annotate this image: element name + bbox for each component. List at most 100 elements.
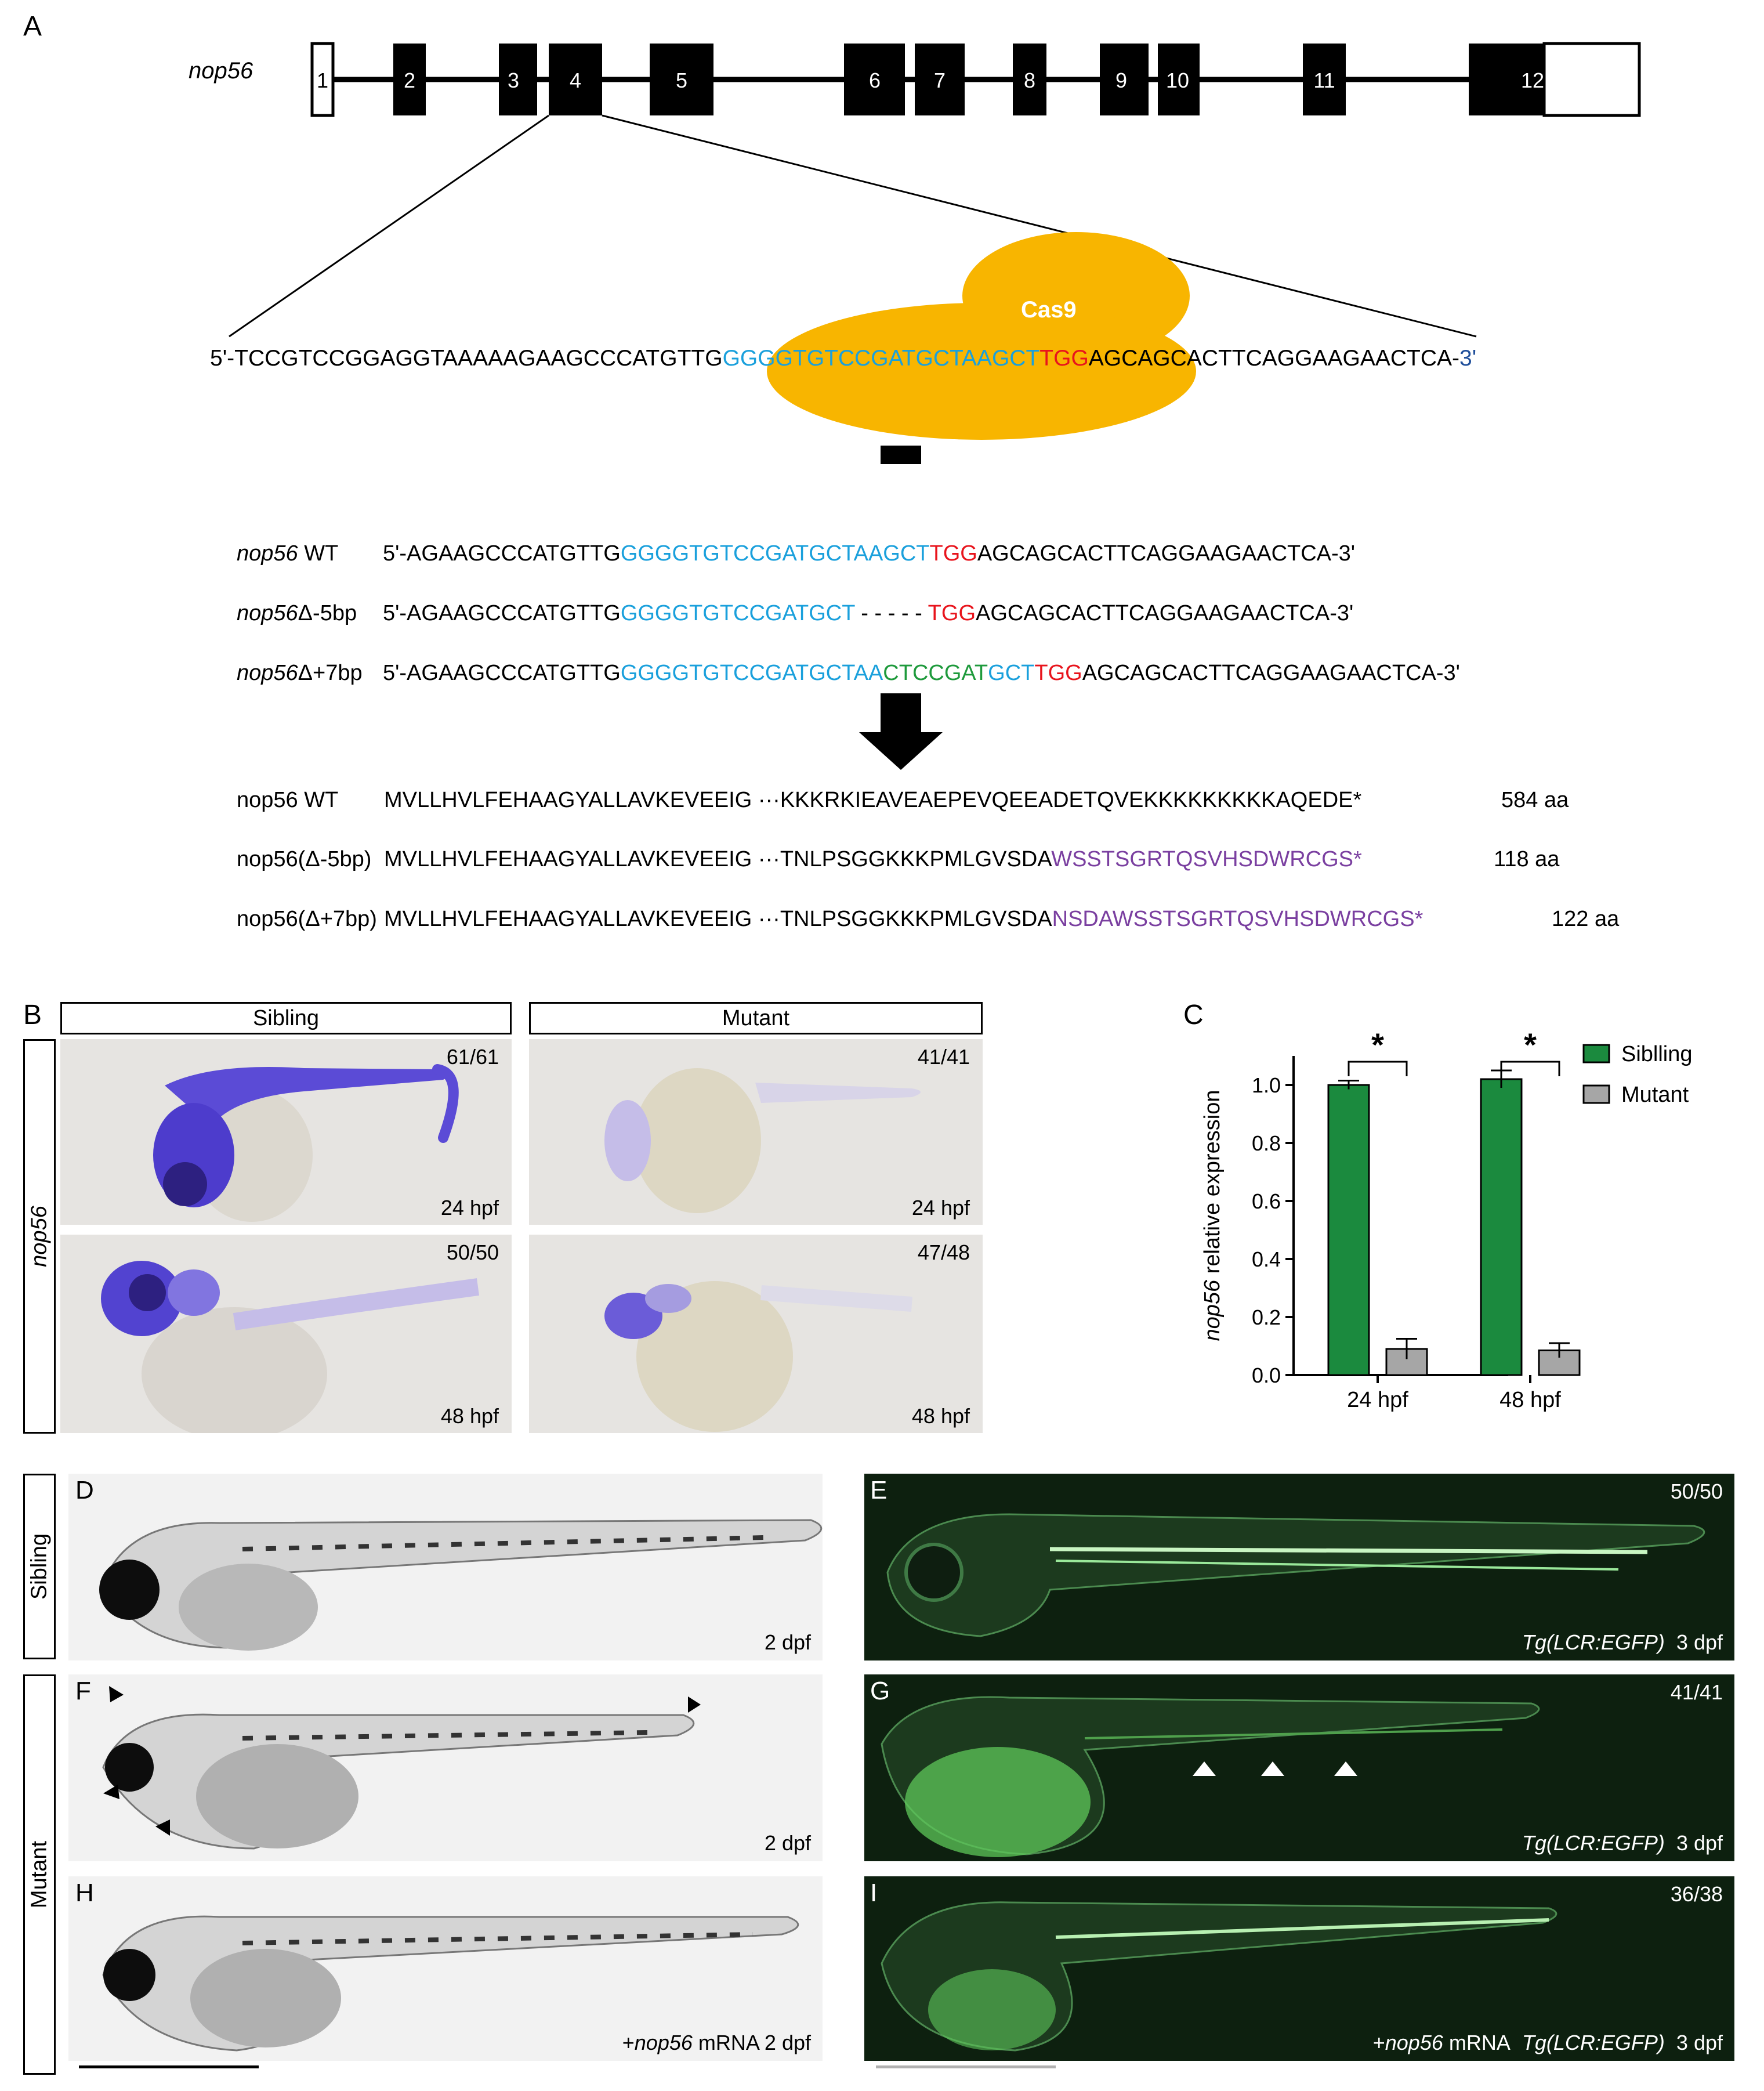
panel-label: D xyxy=(75,1476,94,1504)
allele-row: nop56 WT xyxy=(237,541,338,566)
transgene-stage: Tg(LCR:EGFP) 3 dpf xyxy=(1522,1630,1723,1654)
embryo-count: 50/50 xyxy=(446,1240,499,1264)
legend-swatch xyxy=(1582,1044,1610,1063)
exon-number: 9 xyxy=(1115,68,1127,92)
mutant-row-header: Mutant xyxy=(23,1674,56,2075)
exon-1 xyxy=(310,42,335,117)
stage-label: 2 dpf xyxy=(764,1831,811,1855)
stage-label: 24 hpf xyxy=(440,1196,499,1220)
allele-row: nop56Δ+7bp xyxy=(237,661,363,686)
target-suffix: AGCAGCACTTCAGGAAGAACTCA- xyxy=(1088,346,1460,371)
exon-12-utr xyxy=(1542,42,1641,117)
exon-5 xyxy=(650,44,713,115)
exon-number: 4 xyxy=(570,68,581,92)
protein-name: nop56(Δ-5bp) xyxy=(237,847,372,871)
exon-number: 2 xyxy=(404,68,415,92)
nop56-row-header: nop56 xyxy=(23,1039,56,1434)
allele-tag: Δ+7bp xyxy=(298,661,363,685)
allele-gene: nop56 xyxy=(237,541,298,566)
gene-name-label: nop56 xyxy=(189,58,253,84)
row-label: nop56 xyxy=(27,1206,52,1267)
stage-label: 48 hpf xyxy=(911,1404,970,1428)
stage-label: 48 hpf xyxy=(440,1404,499,1428)
arrowhead-marker xyxy=(109,1686,124,1702)
exon-number: 11 xyxy=(1313,68,1335,92)
y-tick-label: 0.2 xyxy=(1252,1305,1281,1329)
y-tick-label: 0.8 xyxy=(1252,1131,1281,1155)
panel-b-label: B xyxy=(23,1000,42,1030)
transgene-stage: Tg(LCR:EGFP) 3 dpf xyxy=(1522,1831,1723,1855)
panel-label: H xyxy=(75,1879,94,1907)
protein-name: nop56(Δ+7bp) xyxy=(237,907,377,931)
rescue-stage: +nop56 mRNA 2 dpf xyxy=(622,2031,811,2054)
scale-bar xyxy=(876,2065,1056,2068)
protein-name: nop56 WT xyxy=(237,788,339,812)
panel-label: G xyxy=(870,1677,890,1705)
bar xyxy=(1480,1078,1523,1376)
target-sequence: 5'-TCCGTCCGGAGGTAAAAAGAAGCCCATGTTGGGGGTG… xyxy=(210,346,1476,371)
sibling-row-header: Sibling xyxy=(23,1474,56,1659)
arrowhead-marker xyxy=(1334,1761,1357,1776)
legend-swatch xyxy=(1582,1084,1610,1104)
embryo-count: 36/38 xyxy=(1670,1882,1723,1906)
arrowhead-marker xyxy=(688,1696,701,1713)
exon-4 xyxy=(549,44,602,115)
pam-sequence: TGG xyxy=(1039,346,1089,371)
gene-structure-diagram: 1 2 3 4 5 6 7 8 9 10 11 12 xyxy=(229,42,1641,464)
target-prefix: 5'-TCCGTCCGGAGGTAAAAAGAAGCCCATGTTG xyxy=(210,346,723,371)
fluorescence-image-mutant: G 41/41 Tg(LCR:EGFP) 3 dpf xyxy=(864,1674,1734,1861)
protein-sequence: MVLLHVLFEHAAGYALLAVKEVEEIG ···KKKRKIEAVE… xyxy=(384,788,1362,812)
exon-10 xyxy=(1158,44,1200,115)
mutant-header: Mutant xyxy=(529,1002,983,1034)
panel-label: E xyxy=(870,1476,888,1504)
protein-length: 122 aa xyxy=(1552,907,1620,931)
embryo-count: 41/41 xyxy=(1670,1680,1723,1704)
exon-7 xyxy=(915,44,965,115)
brightfield-image-rescue: H +nop56 mRNA 2 dpf xyxy=(68,1876,823,2061)
down-arrow xyxy=(881,446,921,464)
exon-number: 3 xyxy=(508,68,519,92)
panel-a-label: A xyxy=(23,11,42,42)
x-tick-label: 48 hpf xyxy=(1499,1388,1561,1412)
scale-bar xyxy=(79,2065,259,2068)
exon-11 xyxy=(1303,44,1346,115)
allele-sequence: 5'-AGAAGCCCATGTTGGGGGTGTCCGATGCT - - - -… xyxy=(383,601,1354,625)
fluorescence-image-rescue: I 36/38 +nop56 mRNA Tg(LCR:EGFP) 3 dpf xyxy=(864,1876,1734,2061)
significance-bracket xyxy=(1348,1061,1408,1076)
arrowhead-marker xyxy=(1261,1761,1284,1776)
embryo-count: 41/41 xyxy=(917,1045,970,1069)
ish-image-mutant-48hpf: 47/48 48 hpf xyxy=(529,1235,983,1433)
x-tick-label: 24 hpf xyxy=(1347,1388,1408,1412)
brightfield-image-mutant: F 2 dpf xyxy=(68,1674,823,1861)
bar xyxy=(1538,1350,1581,1376)
zoom-line-left xyxy=(229,114,549,338)
ish-image-sibling-48hpf: 50/50 48 hpf xyxy=(60,1235,512,1433)
protein-sequence: MVLLHVLFEHAAGYALLAVKEVEEIG ···TNLPSGGKKK… xyxy=(384,847,1362,871)
y-tick-label: 0.0 xyxy=(1252,1363,1281,1387)
panel-c-label: C xyxy=(1183,1000,1204,1030)
arrowhead-marker xyxy=(1193,1761,1216,1776)
bar xyxy=(1327,1084,1370,1376)
allele-gene: nop56 xyxy=(237,661,298,685)
exon-number: 10 xyxy=(1166,68,1189,92)
guide-sequence: GGGGTGTCCGATGCTAAGCT xyxy=(722,346,1040,371)
y-tick-label: 1.0 xyxy=(1252,1073,1281,1097)
significance-star: * xyxy=(1371,1033,1384,1063)
embryo-count: 50/50 xyxy=(1670,1479,1723,1503)
protein-length: 584 aa xyxy=(1501,788,1569,812)
exon-2 xyxy=(393,44,426,115)
allele-gene: nop56 xyxy=(237,601,298,625)
zoom-line-right xyxy=(602,114,1477,338)
y-axis-label: nop56 relative expression xyxy=(1200,1090,1225,1341)
protein-sequence: MVLLHVLFEHAAGYALLAVKEVEEIG ···TNLPSGGKKK… xyxy=(384,907,1423,931)
legend-label: Siblling xyxy=(1621,1042,1693,1066)
embryo-count: 61/61 xyxy=(446,1045,499,1069)
arrowhead-marker xyxy=(103,1785,119,1799)
exon-number: 12 xyxy=(1521,68,1544,92)
exon-number: 8 xyxy=(1024,68,1035,92)
brightfield-image-sibling: D 2 dpf xyxy=(68,1474,823,1660)
exon-3 xyxy=(499,44,537,115)
significance-star: * xyxy=(1524,1033,1537,1063)
allele-sequence: 5'-AGAAGCCCATGTTGGGGGTGTCCGATGCTAAGCTTGG… xyxy=(383,541,1356,566)
fluorescence-image-sibling: E 50/50 Tg(LCR:EGFP) 3 dpf xyxy=(864,1474,1734,1660)
